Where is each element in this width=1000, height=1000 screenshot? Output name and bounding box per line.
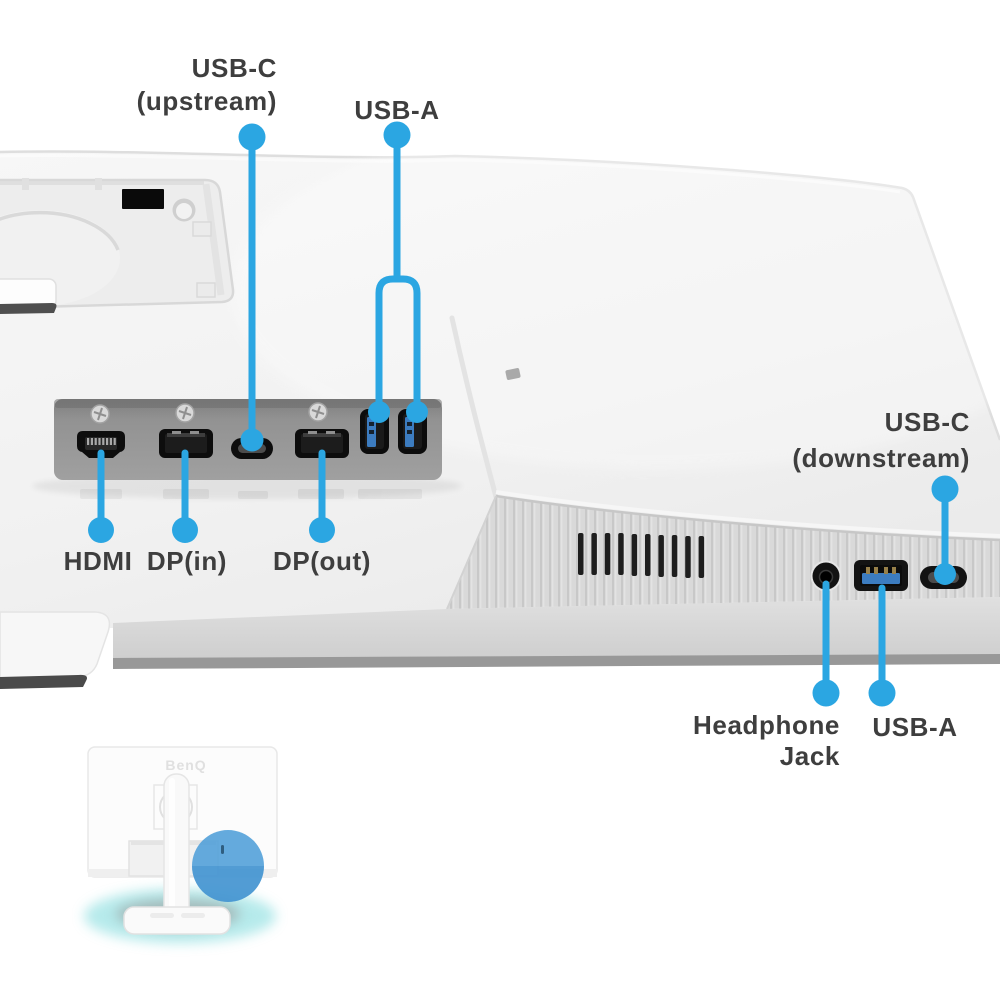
- vesa-mount-recess: [0, 178, 235, 314]
- dot-dp-in-label: [172, 517, 198, 543]
- vent-slats: [578, 533, 705, 578]
- dp-out-port: [295, 429, 349, 458]
- callout-usb-c-downstream: USB-C (downstream): [792, 404, 970, 476]
- dot-usb-c-upstream-label: [238, 123, 266, 151]
- serial-label-slot: [122, 189, 164, 209]
- callout-usb-a-top: USB-A: [354, 95, 440, 125]
- panel-screws: [90, 402, 328, 424]
- stand-release-tab: [0, 278, 57, 314]
- bottom-bezel-edge: [113, 597, 1000, 669]
- callout-headphone-jack-line1: Headphone: [693, 710, 840, 740]
- callout-hdmi: HDMI: [63, 546, 133, 576]
- leader-lines: [97, 142, 949, 694]
- bottom-left-ledge: [0, 611, 111, 689]
- inset-stand-column: [163, 773, 190, 923]
- dot-usb-a-port-1: [368, 401, 390, 423]
- callout-headphone-jack: Headphone Jack: [693, 710, 840, 772]
- dot-hdmi-label: [88, 517, 114, 543]
- inset-highlight-circle: [192, 830, 264, 902]
- leader-usb-a-top-bracket: [375, 275, 421, 414]
- callout-usb-c-upstream-line2: (upstream): [136, 86, 277, 116]
- leader-dots: [88, 121, 959, 707]
- headphone-jack-port: [810, 560, 842, 592]
- dot-usb-c-upstream-port: [240, 428, 264, 452]
- usb-a-bottom-tongue: [862, 573, 900, 584]
- inset-brand-logo: BenQ: [165, 757, 206, 773]
- callout-usb-c-upstream: USB-C (upstream): [137, 52, 277, 118]
- usb-a-bottom-port: [854, 560, 908, 591]
- dot-usb-a-bottom-label: [868, 679, 896, 707]
- surface-slot-detail: [505, 368, 521, 380]
- dot-usb-c-downstream-port: [934, 563, 956, 585]
- dot-dp-out-label: [309, 517, 335, 543]
- callout-usb-c-downstream-line2: (downstream): [792, 443, 970, 473]
- callout-usb-c-downstream-line1: USB-C: [884, 407, 970, 437]
- dot-usb-c-downstream-label: [931, 475, 959, 503]
- callout-usb-c-upstream-line1: USB-C: [191, 53, 277, 83]
- callout-dp-out: DP(out): [272, 546, 372, 576]
- dot-usb-a-port-2: [406, 401, 428, 423]
- callout-dp-in: DP(in): [146, 546, 228, 576]
- callout-usb-a-bottom: USB-A: [872, 712, 958, 742]
- dot-usb-a-top-label: [383, 121, 411, 149]
- inset-monitor-thumbnail: BenQ: [84, 746, 278, 943]
- callout-headphone-jack-line2: Jack: [779, 741, 840, 771]
- hdmi-port: [77, 431, 125, 458]
- dot-headphone-label: [812, 679, 840, 707]
- inset-stand-base: [123, 906, 231, 935]
- dp-in-port: [159, 429, 213, 458]
